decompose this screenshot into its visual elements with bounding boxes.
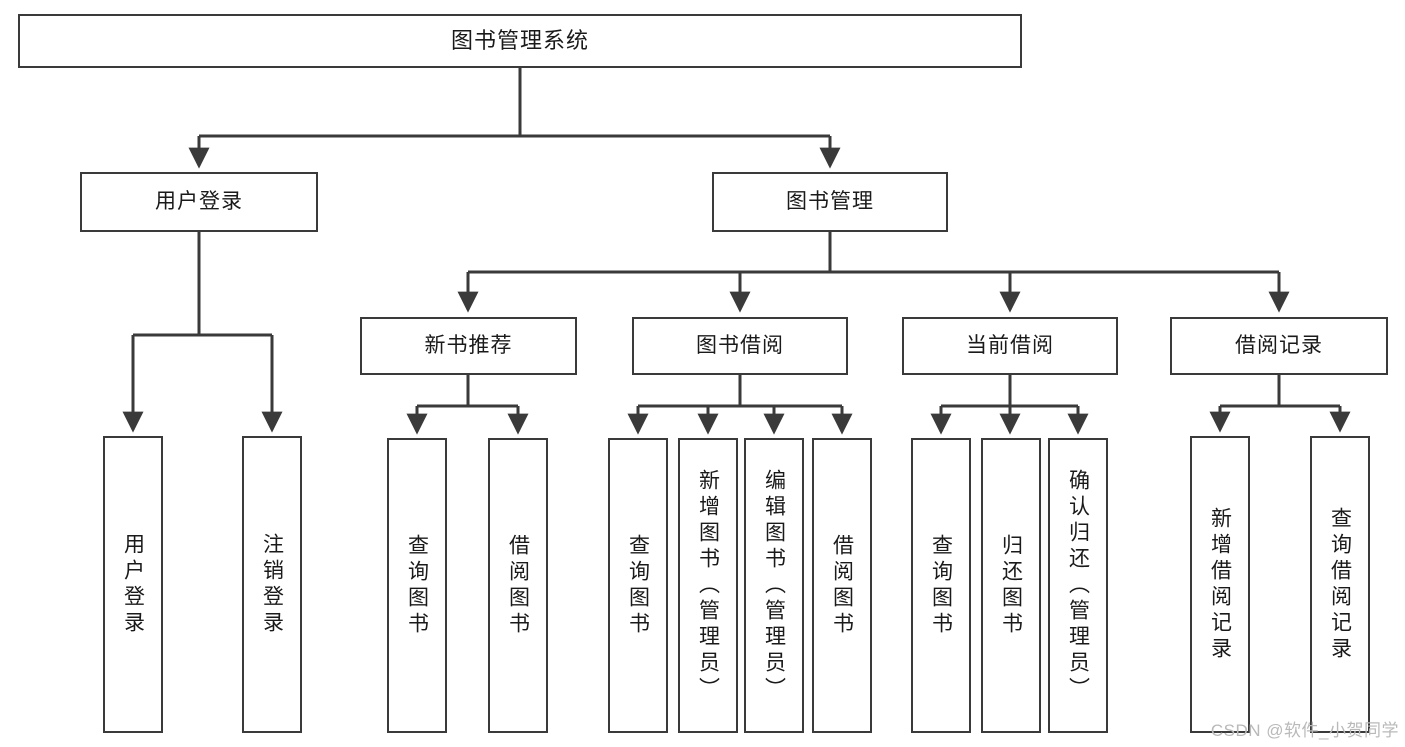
leaf-new-book-query[interactable]: 查询图书: [387, 438, 447, 733]
leaf-book-borrow-borrow[interactable]: 借阅图书: [812, 438, 872, 733]
node-label: 新书推荐: [424, 333, 513, 357]
node-label: 查询图书: [626, 533, 650, 638]
leaf-book-borrow-add[interactable]: 新增图书（管理员）: [678, 438, 738, 733]
node-label: 借阅记录: [1235, 333, 1323, 357]
leaf-current-borrow-confirm-return[interactable]: 确认归还（管理员）: [1048, 438, 1108, 733]
node-label: 编辑图书（管理员）: [762, 468, 786, 703]
node-label: 确认归还（管理员）: [1066, 468, 1090, 703]
leaf-user-login-logout[interactable]: 注销登录: [242, 436, 302, 733]
leaf-book-borrow-query[interactable]: 查询图书: [608, 438, 668, 733]
node-label: 用户登录: [121, 532, 145, 637]
node-label: 图书管理系统: [450, 28, 589, 54]
node-new-book-recommend[interactable]: 新书推荐: [360, 317, 577, 375]
leaf-user-login-login[interactable]: 用户登录: [103, 436, 163, 733]
node-label: 图书管理: [786, 189, 874, 213]
node-label: 当前借阅: [966, 333, 1054, 357]
node-label: 注销登录: [260, 532, 284, 637]
node-label: 借阅图书: [830, 533, 854, 638]
node-label: 查询借阅记录: [1328, 506, 1352, 663]
node-book-borrow[interactable]: 图书借阅: [632, 317, 848, 375]
node-label: 图书借阅: [696, 333, 784, 357]
node-label: 归还图书: [999, 533, 1023, 638]
node-label: 新增图书（管理员）: [696, 468, 720, 703]
node-book-management[interactable]: 图书管理: [712, 172, 948, 232]
leaf-current-borrow-query[interactable]: 查询图书: [911, 438, 971, 733]
node-label: 查询图书: [405, 533, 429, 638]
node-label: 借阅图书: [506, 533, 530, 638]
node-borrow-record[interactable]: 借阅记录: [1170, 317, 1388, 375]
node-user-login[interactable]: 用户登录: [80, 172, 318, 232]
node-label: 查询图书: [929, 533, 953, 638]
node-current-borrow[interactable]: 当前借阅: [902, 317, 1118, 375]
leaf-borrow-record-add[interactable]: 新增借阅记录: [1190, 436, 1250, 733]
node-root-book-management-system[interactable]: 图书管理系统: [18, 14, 1022, 68]
leaf-book-borrow-edit[interactable]: 编辑图书（管理员）: [744, 438, 804, 733]
leaf-new-book-borrow[interactable]: 借阅图书: [488, 438, 548, 733]
node-label: 新增借阅记录: [1208, 506, 1232, 663]
node-label: 用户登录: [155, 189, 243, 213]
leaf-current-borrow-return[interactable]: 归还图书: [981, 438, 1041, 733]
leaf-borrow-record-query[interactable]: 查询借阅记录: [1310, 436, 1370, 733]
